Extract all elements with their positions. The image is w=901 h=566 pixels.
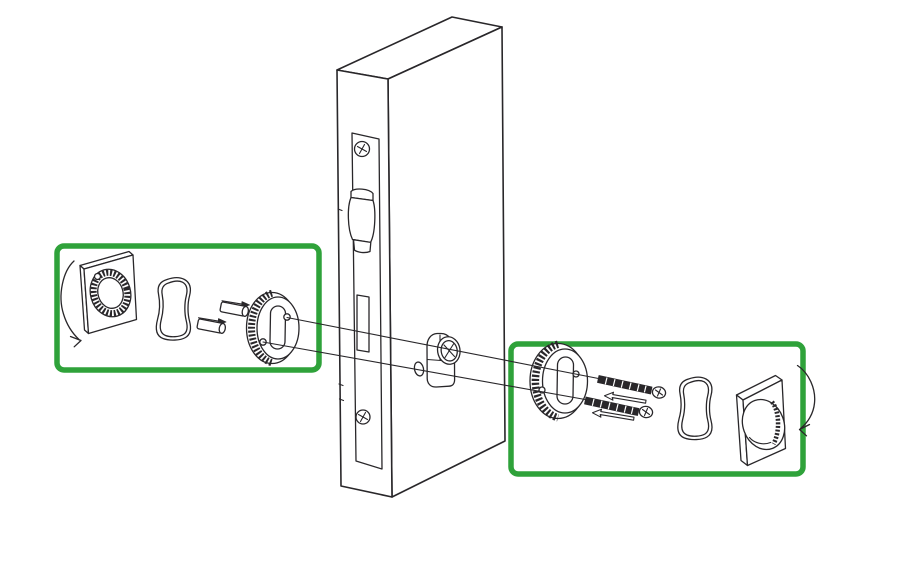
plate-screw-hole bbox=[93, 272, 102, 281]
plate-hole-shading bbox=[770, 400, 781, 446]
lock-cylinder bbox=[426, 332, 461, 388]
faceplate-screw-top bbox=[353, 140, 371, 158]
insertion-arrow-upper-right bbox=[603, 391, 647, 404]
door-edge-ticks bbox=[337, 208, 345, 402]
screw-axis-lower bbox=[262, 341, 589, 401]
plate-knurl-ring bbox=[90, 269, 131, 317]
left-assembly bbox=[60, 250, 300, 367]
square-escutcheon-plate-left bbox=[79, 250, 138, 335]
round-rosette-left bbox=[245, 289, 300, 367]
right-highlight-box bbox=[508, 341, 806, 477]
gasket-left bbox=[155, 276, 192, 341]
screw-phillips-cross bbox=[654, 388, 664, 397]
guide-lines bbox=[262, 316, 602, 401]
screw-phillips-cross bbox=[641, 407, 651, 417]
rotation-arrow-left bbox=[60, 260, 82, 348]
latch-bolt bbox=[347, 188, 376, 254]
round-rosette-right bbox=[529, 340, 589, 422]
rotation-arrow-right bbox=[796, 364, 816, 437]
mounting-screw-upper bbox=[597, 375, 667, 399]
rosette-knurl-band bbox=[248, 289, 274, 367]
deadbolt-slot bbox=[356, 294, 370, 353]
square-escutcheon-plate-right bbox=[735, 374, 787, 467]
door-panel bbox=[336, 16, 506, 498]
door-front-face bbox=[387, 26, 506, 498]
mounting-pin-upper bbox=[219, 301, 250, 317]
rosette-spindle-slot bbox=[556, 356, 575, 405]
left-highlight-box bbox=[54, 243, 322, 373]
screw-axis-upper bbox=[286, 316, 602, 380]
insertion-arrow-lower-right bbox=[591, 408, 635, 421]
mounting-screw-lower bbox=[584, 396, 654, 419]
mounting-pin-lower bbox=[196, 318, 227, 334]
faceplate-screw-bottom bbox=[355, 409, 371, 425]
right-assembly bbox=[529, 340, 816, 467]
spindle-hole bbox=[413, 361, 425, 377]
gasket-right bbox=[677, 376, 713, 441]
cylinder-phillips-cross bbox=[443, 343, 456, 359]
rosette-spindle-slot bbox=[269, 305, 287, 350]
rosette-knurl-band bbox=[531, 340, 560, 422]
